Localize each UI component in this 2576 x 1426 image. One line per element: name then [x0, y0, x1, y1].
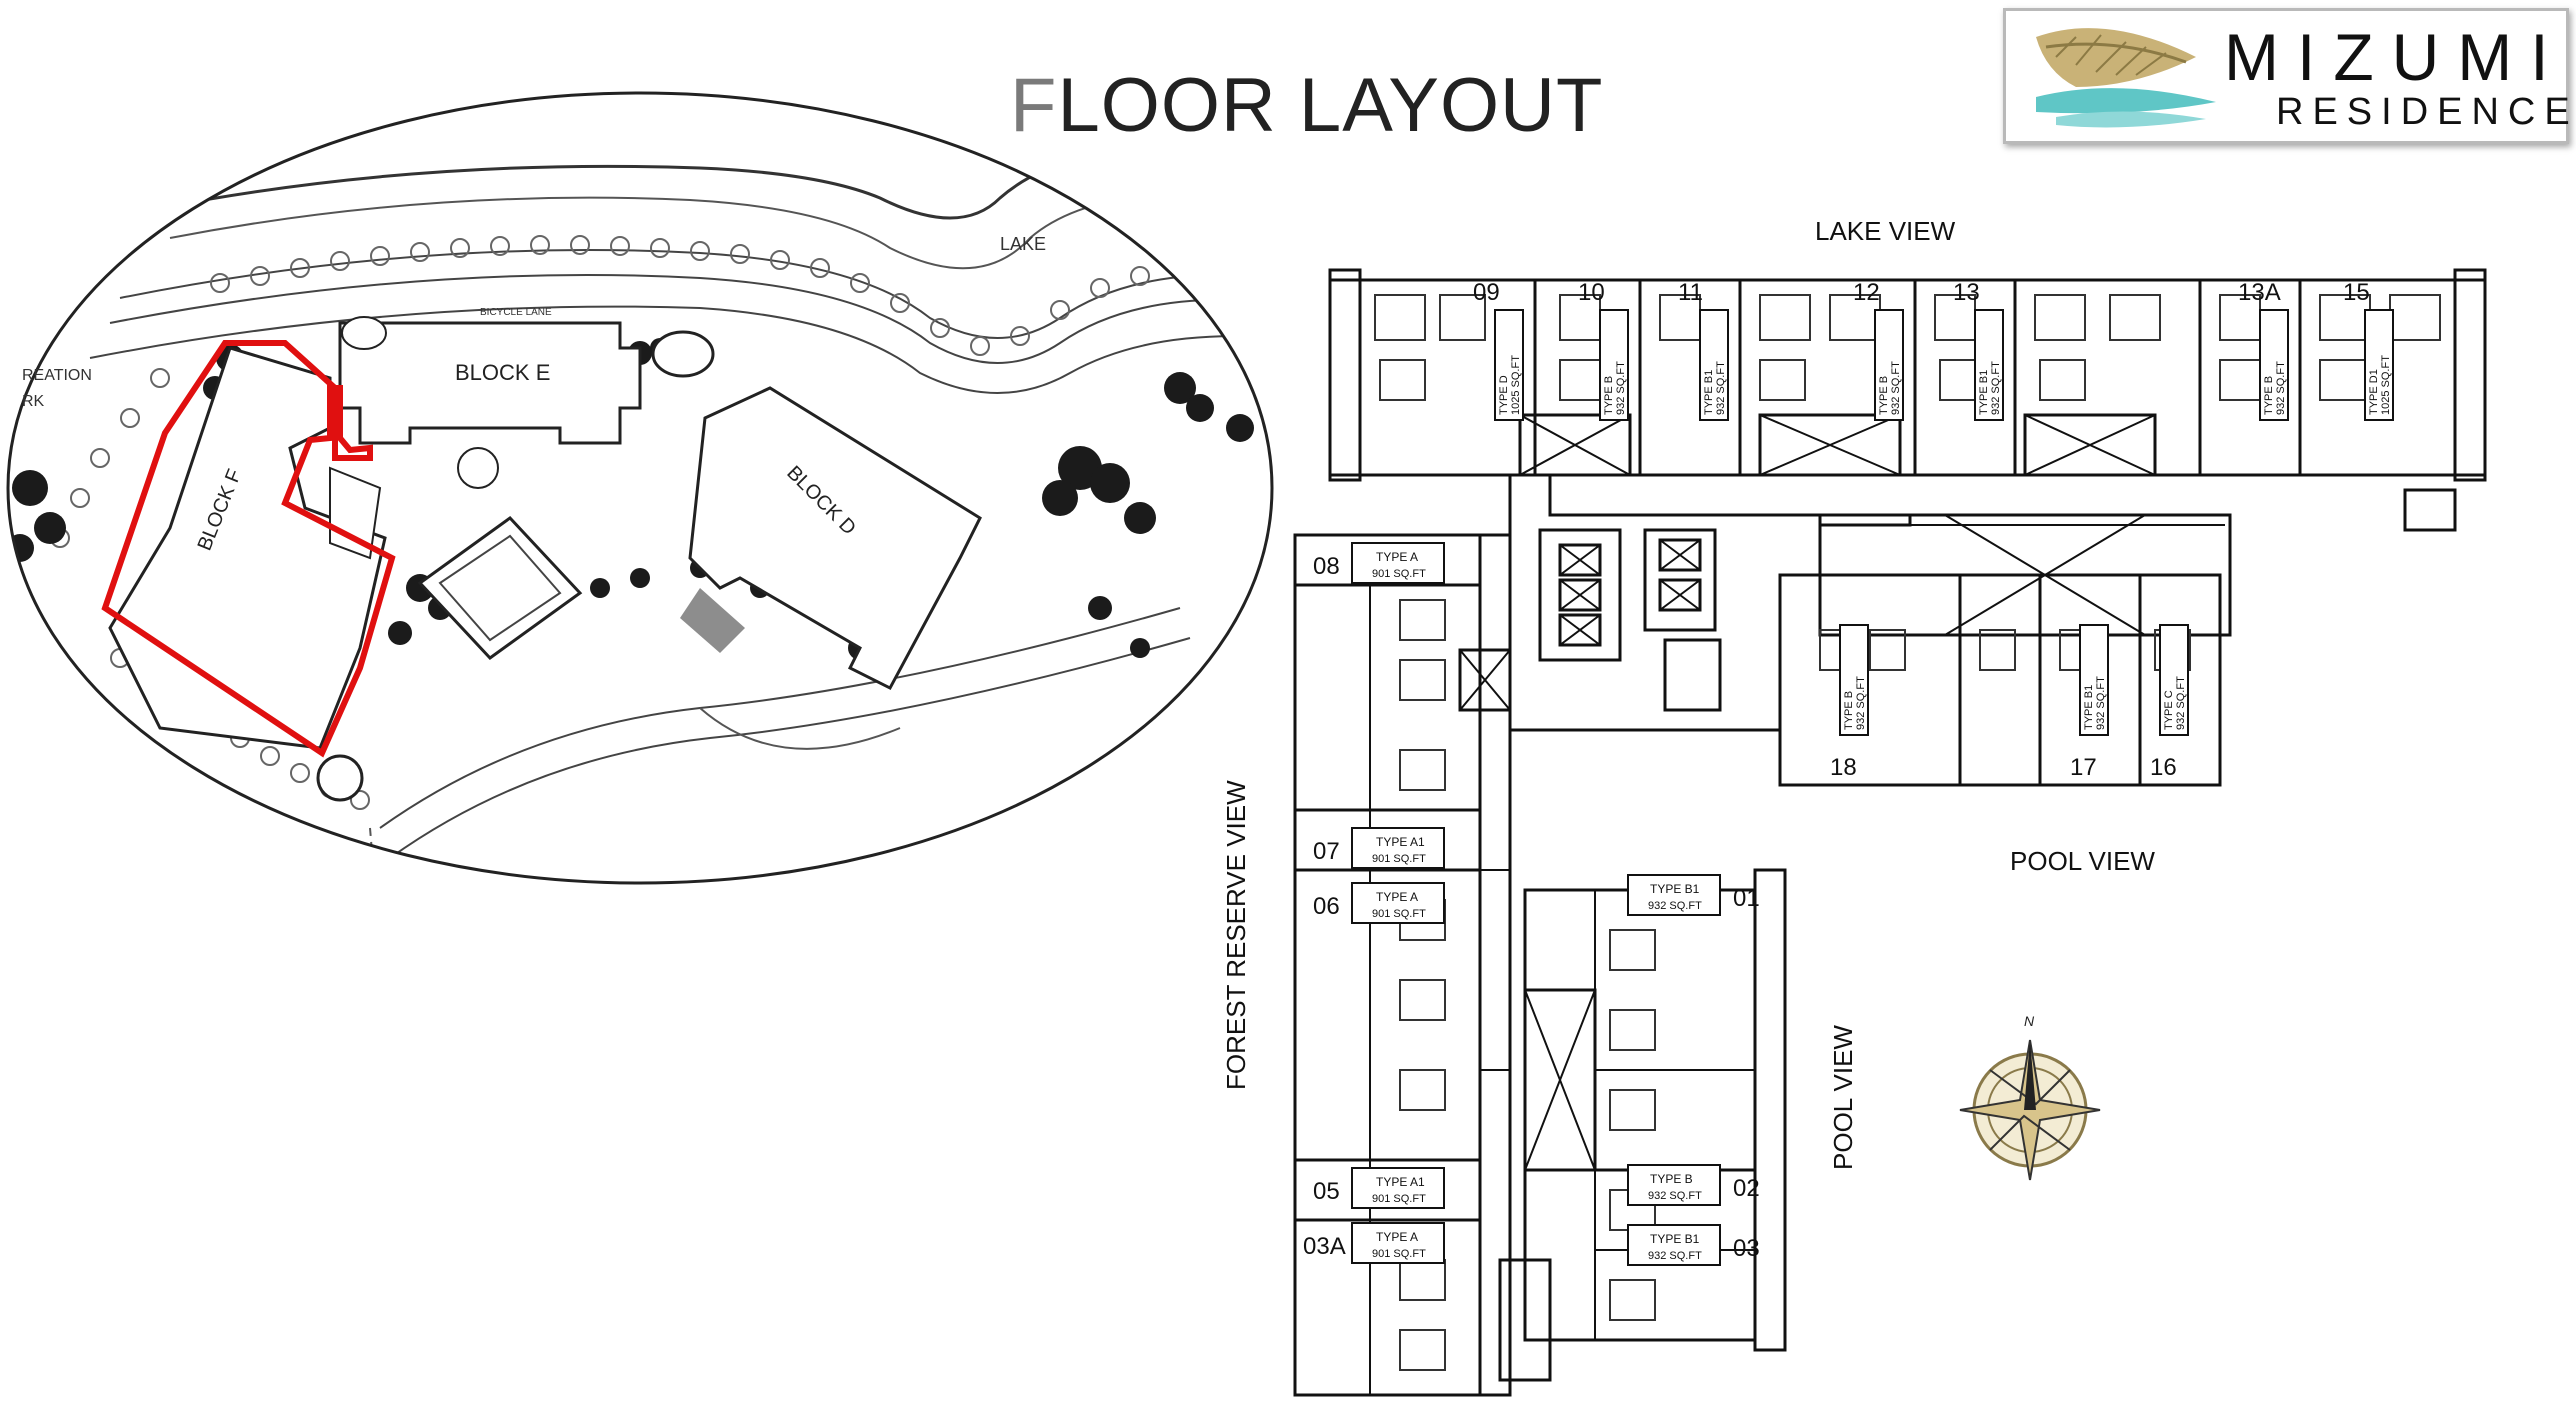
unit-type-box [1839, 624, 1869, 736]
unit-type-box [1699, 309, 1729, 421]
floor-plan: LAKE VIEW POOL VIEW POOL VIEW FOREST RES… [1221, 216, 2487, 1397]
bicycle-lane-label: BICYCLE LANE [480, 307, 552, 318]
pool-view-side-label: POOL VIEW [1828, 1025, 1858, 1170]
unit-type-box [2364, 309, 2394, 421]
unit-number: 03A [1303, 1233, 1346, 1260]
unit-number: 13A [2238, 279, 2281, 306]
unit-number: 16 [2150, 754, 2177, 781]
unit-number: 09 [1473, 279, 1500, 306]
unit-size: 901 SQ.FT [1372, 908, 1426, 920]
unit-number: 01 [1733, 885, 1760, 912]
unit-type: TYPE B1 [1703, 370, 1715, 415]
unit-type: TYPE B1 [1978, 370, 1990, 415]
unit-type: TYPE D1 [2368, 369, 2380, 415]
unit-type: TYPE A [1376, 1230, 1418, 1244]
unit-size: 932 SQ.FT [2275, 361, 2287, 415]
unit-number: 13 [1953, 279, 1980, 306]
unit-type-box [1494, 309, 1524, 421]
unit-size: 932 SQ.FT [2175, 676, 2187, 730]
unit-type: TYPE C [2163, 690, 2175, 730]
forest-reserve-view-label: FOREST RESERVE VIEW [1221, 780, 1251, 1090]
unit-number: 02 [1733, 1175, 1760, 1202]
unit-type: TYPE A1 [1376, 1175, 1425, 1189]
brand-logo: MIZUMI RESIDENCES [2003, 8, 2576, 144]
unit-type-box [1351, 1167, 1445, 1209]
unit-type-box [2159, 624, 2189, 736]
block-e-label: BLOCK E [455, 360, 550, 385]
park-label: RK [22, 393, 45, 410]
unit-number: 12 [1853, 279, 1880, 306]
unit-number: 07 [1313, 838, 1340, 865]
unit-type: TYPE B [1843, 691, 1855, 730]
unit-size: 932 SQ.FT [1855, 676, 1867, 730]
unit-type-box [2079, 624, 2109, 736]
unit-size: 901 SQ.FT [1372, 853, 1426, 865]
unit-type: TYPE A1 [1376, 835, 1425, 849]
unit-type-box [1627, 874, 1721, 916]
unit-size: 1025 SQ.FT [1510, 355, 1522, 415]
unit-number: 15 [2343, 279, 2370, 306]
leaf-logo-icon [2036, 28, 2216, 128]
unit-type: TYPE A [1376, 890, 1418, 904]
pool-view-label: POOL VIEW [2010, 846, 2155, 876]
unit-number: 18 [1830, 754, 1857, 781]
unit-number: 11 [1678, 279, 1703, 306]
unit-size: 932 SQ.FT [1648, 1190, 1702, 1202]
unit-number: 08 [1313, 553, 1340, 580]
lake-label: LAKE [1000, 234, 1046, 254]
lake-view-label: LAKE VIEW [1815, 216, 1956, 246]
unit-size: 901 SQ.FT [1372, 568, 1426, 580]
unit-type-box [1351, 827, 1445, 869]
unit-type: TYPE A [1376, 550, 1418, 564]
unit-type-box [1627, 1224, 1721, 1266]
unit-type: TYPE B [2263, 376, 2275, 415]
unit-size: 1025 SQ.FT [2380, 355, 2392, 415]
unit-size: 932 SQ.FT [1615, 361, 1627, 415]
recreation-label: REATION [22, 367, 92, 384]
unit-size: 901 SQ.FT [1372, 1248, 1426, 1260]
unit-number: 10 [1578, 279, 1605, 306]
unit-size: 932 SQ.FT [1715, 361, 1727, 415]
north-label: N [2024, 1013, 2035, 1029]
unit-type: TYPE B1 [2083, 685, 2095, 730]
unit-size: 932 SQ.FT [2095, 676, 2107, 730]
logo-name: MIZUMI [2224, 20, 2567, 94]
unit-type-box [1351, 1222, 1445, 1264]
unit-type-box [1627, 1164, 1721, 1206]
compass-rose-icon: N [1959, 1013, 2101, 1181]
unit-type-box [1599, 309, 1629, 421]
block-f-highlight [101, 340, 396, 758]
unit-size: 932 SQ.FT [1890, 361, 1902, 415]
unit-type: TYPE B1 [1650, 882, 1700, 896]
unit-size: 932 SQ.FT [1648, 900, 1702, 912]
unit-type-box [1974, 309, 2004, 421]
unit-type: TYPE B1 [1650, 1232, 1700, 1246]
unit-type: TYPE B [1603, 376, 1615, 415]
unit-type-box [1351, 882, 1445, 924]
unit-type-box [1874, 309, 1904, 421]
page-title: FLOOR LAYOUT [1010, 63, 1604, 148]
unit-number: 05 [1313, 1178, 1340, 1205]
unit-size: 901 SQ.FT [1372, 1193, 1426, 1205]
unit-number: 17 [2070, 754, 2097, 781]
unit-type: TYPE D [1498, 375, 1510, 415]
unit-size: 932 SQ.FT [1990, 361, 2002, 415]
unit-type: TYPE B [1650, 1172, 1693, 1186]
logo-subtitle: RESIDENCES [2276, 91, 2576, 133]
unit-size: 932 SQ.FT [1648, 1250, 1702, 1262]
unit-number: 03 [1733, 1235, 1760, 1262]
site-plan: LAKE BICYCLE LANE REATION RK BLOCK E BLO… [6, 91, 1274, 885]
unit-type-box [1351, 542, 1445, 584]
unit-number: 06 [1313, 893, 1340, 920]
unit-type-box [2259, 309, 2289, 421]
unit-type: TYPE B [1878, 376, 1890, 415]
